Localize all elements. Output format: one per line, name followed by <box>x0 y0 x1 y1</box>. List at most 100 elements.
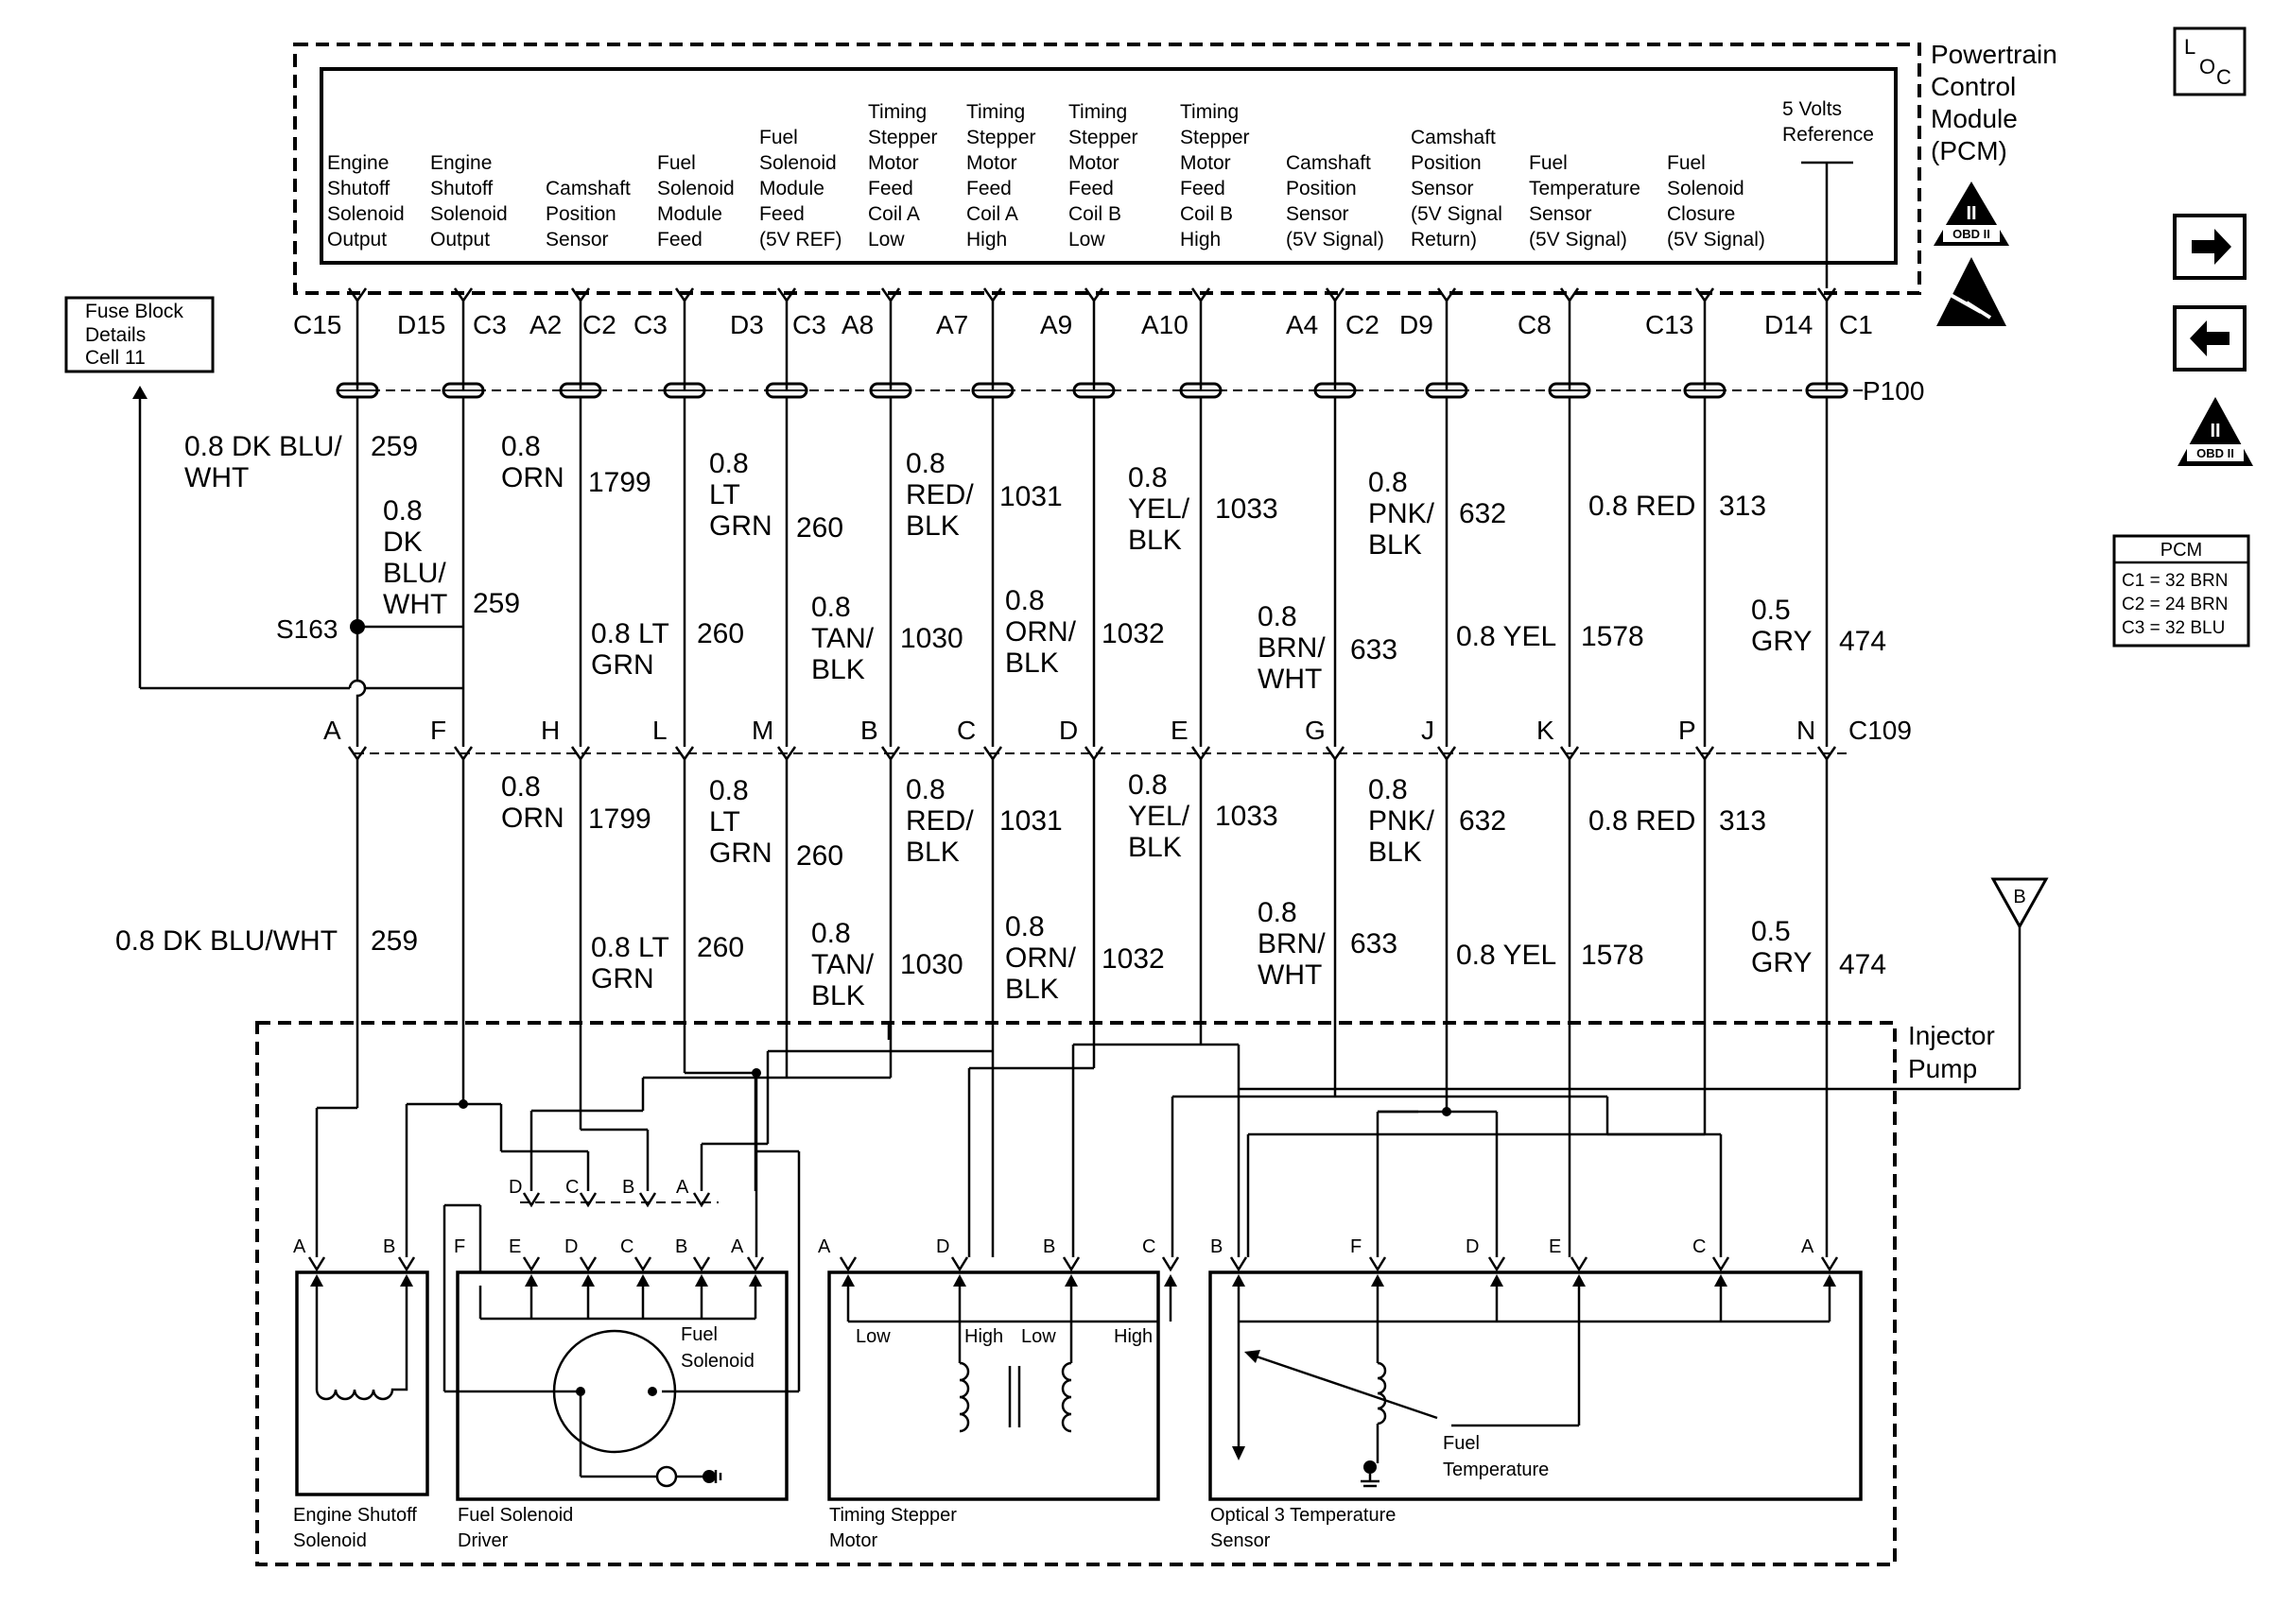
coil-label: High <box>1114 1326 1153 1347</box>
pcm-pin-label-line: (5V Signal) <box>1667 229 1765 251</box>
pcm-pin-label-line: Solenoid <box>657 178 735 199</box>
pcm-pin-label-line: Stepper <box>1068 127 1138 148</box>
wire-color: GRY <box>1751 947 1812 978</box>
coil-b <box>1061 1361 1072 1433</box>
terminal-mark <box>746 1256 765 1272</box>
terminal-mark <box>522 1192 541 1208</box>
pcm-pin-number: C3 <box>633 310 668 339</box>
wire-color: 0.8 DK BLU/WHT <box>115 925 338 957</box>
pcm-pin-label-line: Shutoff <box>430 178 493 199</box>
terminal-mark <box>839 1256 858 1272</box>
wire-color: ORN/ <box>1005 616 1077 648</box>
component-pin-letter: A <box>731 1236 744 1257</box>
wire-color: 0.8 <box>1005 911 1045 942</box>
splice-s163: S163 <box>276 614 365 644</box>
component-pin-letter: E <box>1549 1236 1561 1257</box>
svg-text:Injector: Injector <box>1908 1021 1995 1050</box>
wire-color: 0.8 <box>906 448 946 479</box>
wire-color: 0.8 <box>906 774 946 805</box>
terminal-mark <box>522 1256 541 1272</box>
wire-circuit: 259 <box>371 431 418 462</box>
svg-text:II: II <box>2210 421 2220 441</box>
svg-text:S163: S163 <box>276 614 338 644</box>
svg-text:OBD II: OBD II <box>2196 446 2234 460</box>
terminal-mark <box>1368 1256 1387 1272</box>
arrow-mark <box>749 1274 762 1287</box>
pcm-pin-number: A10 <box>1141 310 1189 339</box>
wire-color: BLK <box>1005 974 1059 1005</box>
pcm-pin-label-line: Low <box>868 229 905 251</box>
pcm-pin-number: D14 <box>1764 310 1813 339</box>
wire-circuit: 1030 <box>900 623 963 654</box>
terminal-mark <box>1487 1256 1506 1272</box>
thermistor-coil <box>1377 1361 1387 1425</box>
wire-color: ORN <box>501 462 564 493</box>
terminal-mark <box>1161 1256 1180 1272</box>
pcm-pin-label-line: Sensor <box>1411 178 1474 199</box>
arrow-mark <box>1164 1274 1177 1287</box>
pcm-pin-number: A2 <box>529 310 562 339</box>
wire-color: 0.8 LT <box>591 618 669 649</box>
wire-color: BLK <box>1005 648 1059 679</box>
pcm-pin-label-line: 5 Volts <box>1782 98 1842 120</box>
fuel-solenoid-driver <box>456 1270 789 1501</box>
wire-color: 0.8 LT <box>591 932 669 963</box>
wire-color: 0.8 <box>1258 601 1297 632</box>
temp-arrow-line <box>1247 1352 1438 1420</box>
pcm-pin-label-line: Module <box>759 178 824 199</box>
arrow-right-icon[interactable] <box>2173 214 2247 280</box>
wire-color: BLK <box>1368 837 1422 868</box>
wire-color: GRN <box>709 510 772 542</box>
c109-pin-letter: N <box>1796 716 1815 745</box>
arrow-left-icon[interactable] <box>2173 305 2247 371</box>
wire-color: BLK <box>906 837 960 868</box>
pcm-pin-label-line: Closure <box>1667 203 1735 225</box>
component-pin-letter: E <box>509 1236 521 1257</box>
ground-dot <box>703 1470 716 1483</box>
c109-pin-letter: D <box>1059 716 1078 745</box>
pcm-pin-number: C3 <box>473 310 507 339</box>
wire-color: 0.8 <box>1258 897 1297 928</box>
component-pin-letter: A <box>293 1236 306 1257</box>
pcm-pin-label-line: Position <box>1411 152 1482 174</box>
pcm-pin-label-line: Motor <box>868 152 919 174</box>
splice-dot <box>1442 1107 1451 1116</box>
wire-color: 0.8 YEL <box>1456 621 1556 652</box>
harness-pin-letter: D <box>509 1177 522 1198</box>
pcm-pin-label-line: Sensor <box>1286 203 1349 225</box>
pcm-pin-label-line: Timing <box>1068 101 1127 123</box>
pcm-pin-label-line: Feed <box>966 178 1012 199</box>
wire-color: 0.8 <box>1128 769 1168 801</box>
wire-circuit: 1032 <box>1102 943 1165 975</box>
wire-circuit: 1799 <box>588 467 651 498</box>
arrow-mark <box>1244 1350 1260 1363</box>
wire-color: GRY <box>1751 626 1812 657</box>
terminal-mark <box>397 1256 416 1272</box>
wire-color: PNK/ <box>1368 498 1435 529</box>
wire-color: RED/ <box>906 479 974 510</box>
pcm-pin-label-line: (5V Signal <box>1411 203 1502 225</box>
svg-text:B: B <box>2013 887 2025 907</box>
pcm-pin-label-line: Output <box>430 229 490 251</box>
fuse-block-reference: Fuse Block Details Cell 11 <box>64 296 215 399</box>
c109-pin-letter: K <box>1536 716 1554 745</box>
wire-circuit: 313 <box>1719 491 1766 522</box>
arrow-mark <box>1490 1274 1503 1287</box>
svg-text:O: O <box>2199 55 2215 78</box>
pcm-pin-label-line: Feed <box>657 229 703 251</box>
wire-color: ORN/ <box>1005 942 1077 974</box>
wire-circuit: 259 <box>473 588 520 619</box>
svg-text:L: L <box>2184 35 2195 59</box>
wire-color: 0.8 <box>1128 462 1168 493</box>
